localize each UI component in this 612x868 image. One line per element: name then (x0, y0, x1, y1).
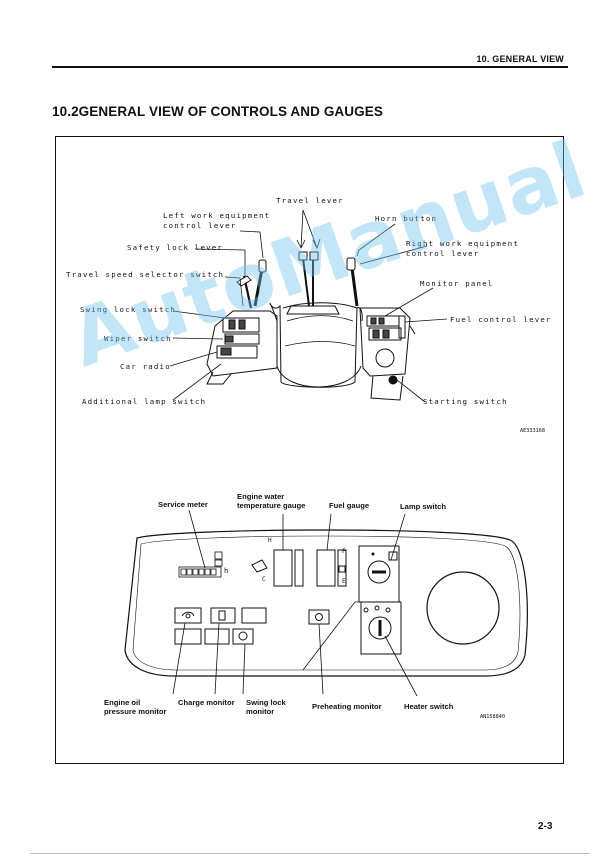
label-safety-lock-lever: Safety lock lever (127, 243, 224, 252)
panel-outline (124, 529, 528, 677)
section-header: 10. GENERAL VIEW (476, 54, 564, 64)
gauge-letter-h: H (268, 537, 272, 544)
gauge-letter-c: C (262, 576, 266, 583)
swing-lock-lamp (232, 628, 254, 645)
figure-frame (55, 136, 564, 764)
label-engine-water-line1: Engine water (237, 492, 285, 501)
figure-bottom-code: AN158840 (480, 714, 505, 720)
label-wiper-switch: Wiper switch (104, 334, 172, 343)
label-car-radio: Car radio (120, 362, 171, 371)
label-right-work-equipment-line2: control lever (406, 249, 480, 258)
label-swing-lock-monitor-line2: monitor (246, 707, 275, 716)
heater-switch-dial-icon (363, 605, 392, 640)
gauge-letter-f: F (342, 548, 346, 555)
travel-lever-icon (286, 251, 340, 315)
label-engine-water-line2: temperature gauge (237, 501, 306, 510)
label-fuel-control-lever: Fuel control lever (450, 315, 552, 324)
page-title: 10.2GENERAL VIEW OF CONTROLS AND GAUGES (52, 104, 383, 119)
panel-leader-lines (172, 509, 418, 697)
label-left-work-equipment-line2: control lever (163, 221, 237, 230)
label-monitor-panel: Monitor panel (420, 279, 494, 288)
label-right-work-equipment-line1: Right work equipment (406, 239, 519, 248)
water-temp-gauge-icon (251, 549, 304, 587)
header-rule (52, 66, 568, 68)
label-travel-speed-selector: Travel speed selector switch (66, 270, 225, 279)
label-service-meter: Service meter (158, 500, 208, 509)
label-lamp-switch: Lamp switch (400, 502, 446, 511)
lamp-switch-dial-icon (367, 551, 398, 584)
leader-lines (169, 209, 448, 403)
label-heater-switch: Heater switch (404, 702, 454, 711)
label-additional-lamp-switch: Additional lamp switch (82, 397, 207, 406)
controls-illustration (169, 209, 448, 403)
page-number: 2-3 (538, 821, 553, 832)
gauge-letter-e: E (342, 578, 346, 585)
label-charge-monitor: Charge monitor (178, 698, 235, 707)
label-engine-oil-line2: pressure monitor (104, 707, 167, 716)
label-travel-lever: Travel lever (276, 196, 344, 205)
figure-top-code: AE333168 (520, 428, 545, 434)
service-meter-unit: h (224, 567, 229, 575)
bottom-rule (30, 853, 590, 854)
round-dial (426, 571, 500, 645)
service-meter-icon (178, 551, 223, 578)
label-engine-oil-line1: Engine oil (104, 698, 141, 707)
label-swing-lock-switch: Swing lock switch (80, 305, 177, 314)
label-left-work-equipment-line1: Left work equipment (163, 211, 271, 220)
engine-oil-lamp (174, 607, 202, 624)
label-starting-switch: Starting switch (423, 397, 508, 406)
monitor-panel-illustration (124, 509, 528, 697)
right-console (359, 307, 416, 401)
monitor-lamps (174, 607, 330, 645)
left-lever-icon (236, 259, 267, 309)
charge-lamp (210, 607, 236, 624)
label-horn-button: Horn button (375, 214, 438, 223)
preheating-lamp (308, 609, 330, 625)
fuel-gauge-icon (316, 549, 347, 587)
label-preheating-monitor: Preheating monitor (312, 702, 382, 711)
label-swing-lock-monitor-line1: Swing lock (246, 698, 286, 707)
right-lever-icon (346, 257, 359, 307)
left-console (206, 310, 278, 385)
label-fuel-gauge: Fuel gauge (329, 501, 370, 510)
